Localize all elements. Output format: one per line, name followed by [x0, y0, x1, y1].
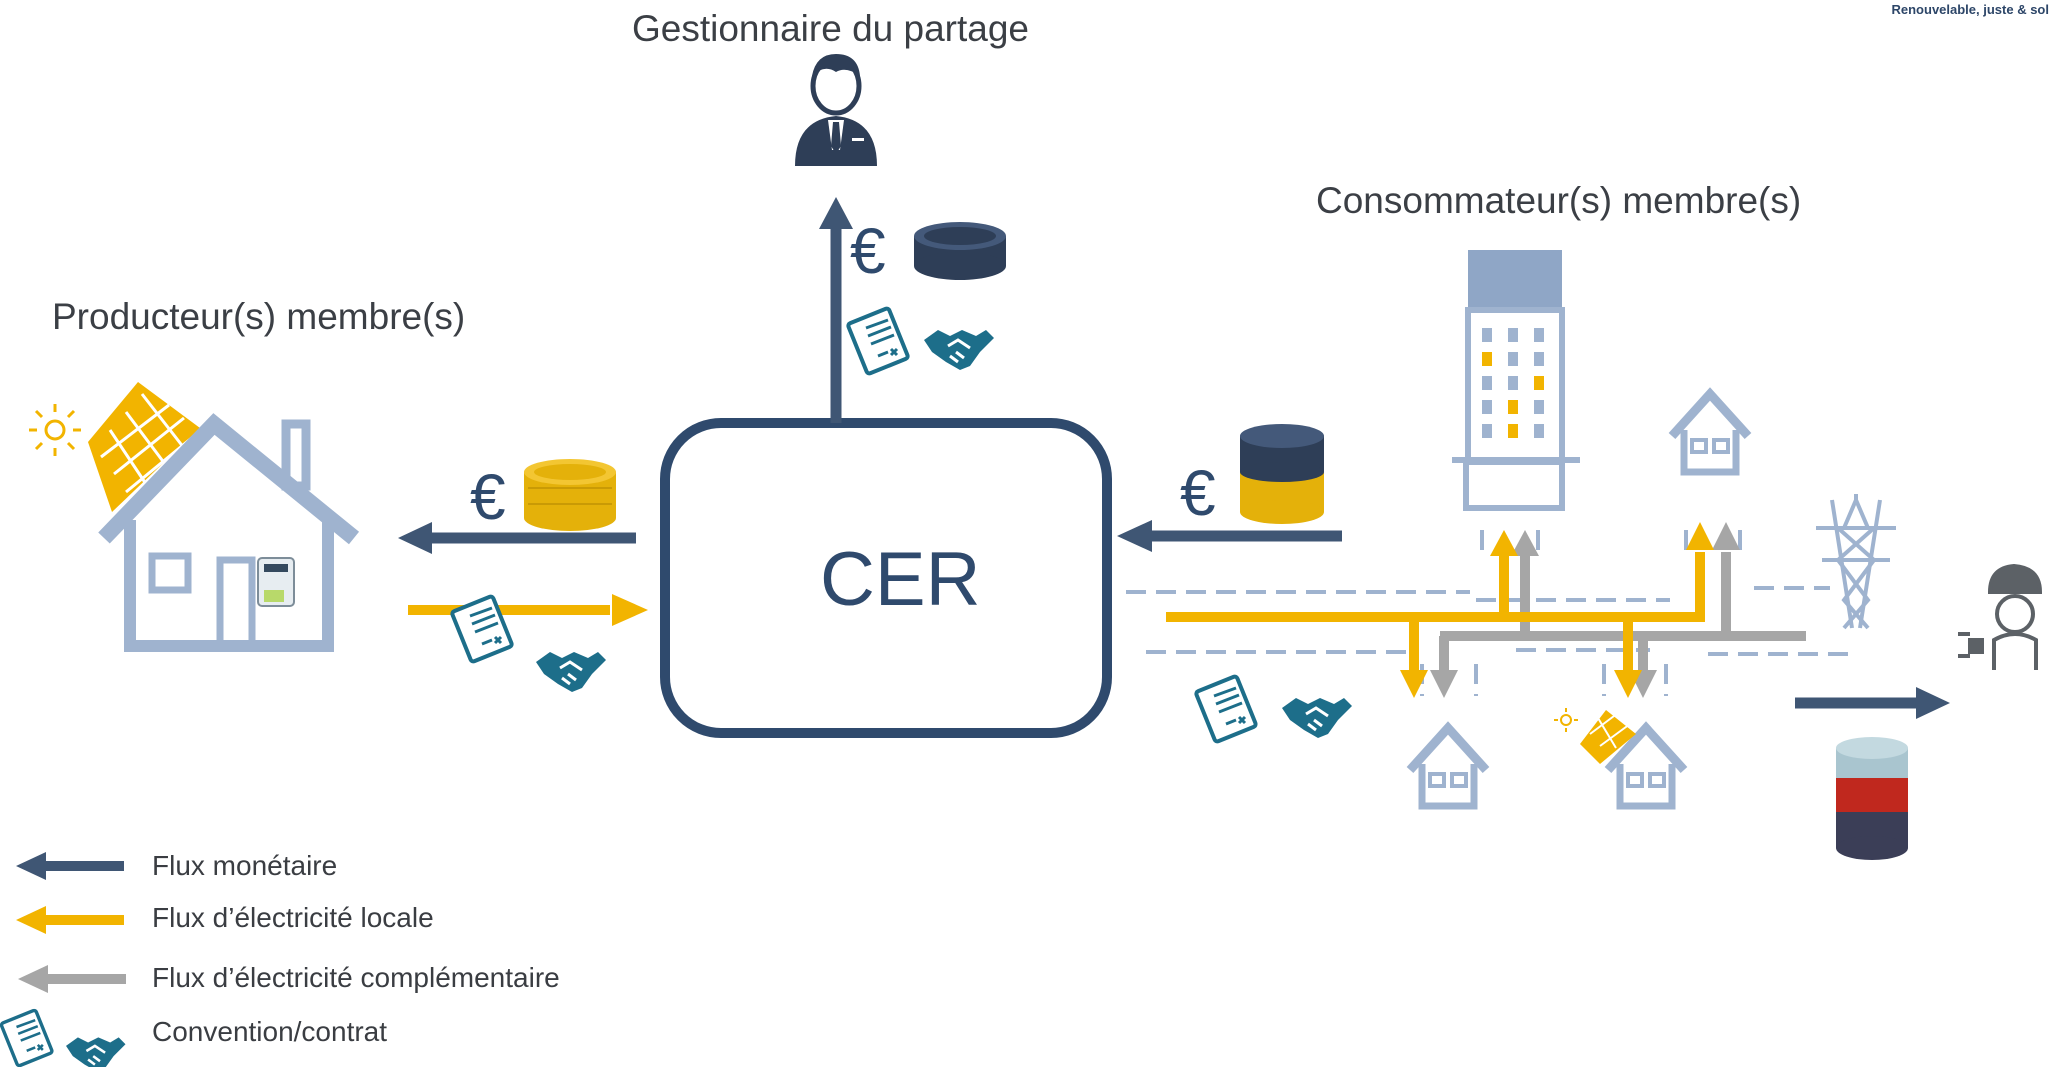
legend-complementary-electricity-label: Flux d’électricité complémentaire: [152, 962, 560, 994]
legend-complementary-electricity-swatch: [18, 965, 126, 993]
euro-manager-symbol: €: [850, 214, 886, 288]
handshake-manager-icon: [924, 330, 994, 370]
manager-person-icon: [795, 54, 877, 166]
coin-stack-supplier-icon: [1836, 737, 1908, 860]
consumers-label: Consommateur(s) membre(s): [1316, 180, 1801, 222]
cer-label: CER: [820, 536, 980, 623]
consumer-house-top-icon: [1672, 394, 1748, 472]
euro-consumers-symbol: €: [1180, 456, 1216, 530]
coin-stack-consumers-icon: [1240, 424, 1324, 524]
legend-monetary-label: Flux monétaire: [152, 850, 337, 882]
legend-handshake-icon: [66, 1037, 126, 1067]
contract-consumers-icon: [1195, 676, 1256, 743]
producers-label: Producteur(s) membre(s): [52, 296, 465, 338]
money-flow-to-supplier-arrow: [1795, 687, 1950, 719]
legend-local-electricity-label: Flux d’électricité locale: [152, 902, 434, 934]
euro-producer-symbol: €: [470, 460, 506, 534]
handshake-producer-icon: [536, 652, 606, 692]
tagline: Renouvelable, juste & sol: [1892, 2, 2049, 17]
legend-contract-icon: [1, 1010, 53, 1067]
consumer-house-bottom-left-icon: [1410, 728, 1486, 806]
contract-manager-icon: [847, 308, 908, 375]
money-flow-from-consumers-arrow: [1117, 520, 1342, 552]
legend-monetary-swatch: [16, 852, 124, 880]
money-flow-to-manager-arrow: [819, 197, 853, 423]
apartment-building-icon: [1452, 250, 1580, 508]
energy-meter-icon: [258, 558, 294, 606]
grid-technician-icon: [1958, 566, 2040, 670]
electricity-pylon-icon: [1816, 494, 1896, 628]
coin-stack-manager-icon: [914, 222, 1006, 280]
manager-label: Gestionnaire du partage: [632, 8, 1029, 50]
coin-stack-producer-icon: [524, 459, 616, 531]
handshake-consumers-icon: [1282, 698, 1352, 738]
sun-icon: [29, 404, 81, 456]
legend-contract-label: Convention/contrat: [152, 1016, 387, 1048]
local-electricity-flow-to-cer-arrow: [408, 594, 648, 626]
producer-house-icon: [29, 382, 354, 646]
legend-local-electricity-swatch: [16, 906, 124, 934]
